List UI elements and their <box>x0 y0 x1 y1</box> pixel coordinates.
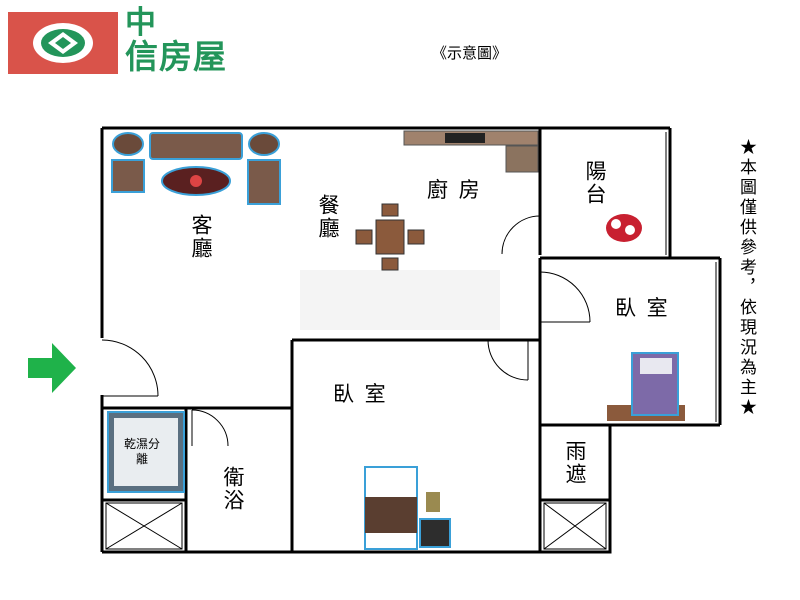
diagram-caption: 《示意圖》 <box>432 44 508 62</box>
label-shower: 乾濕分離 <box>124 437 161 466</box>
sofa-set-icon <box>111 132 281 205</box>
doors <box>101 215 591 447</box>
label-awning: 雨遮 <box>563 440 587 486</box>
entry-arrow-icon <box>28 343 76 393</box>
label-living-room: 客廳 <box>189 214 213 260</box>
logo-mark <box>8 12 118 74</box>
label-bedroom-right: 臥 室 <box>615 296 670 320</box>
sink-icon <box>505 145 539 173</box>
label-bathroom: 衛浴 <box>221 466 245 512</box>
bed-main-icon <box>364 466 451 550</box>
dining-table-icon <box>355 203 425 271</box>
brand-name: 中 信房屋 <box>125 6 275 74</box>
bed-right-icon <box>607 352 685 421</box>
walls <box>100 126 722 554</box>
logo-icon <box>8 12 118 74</box>
stove-icon <box>445 133 485 143</box>
brand-line-1: 中 <box>125 5 156 41</box>
label-kitchen: 廚 房 <box>427 178 482 202</box>
flower-basket-icon <box>606 214 642 242</box>
disclaimer-note: ★本圖僅供參考，依現況為主★ <box>736 138 756 418</box>
watermark <box>300 270 500 330</box>
label-balcony: 陽台 <box>583 160 607 206</box>
label-bedroom-main: 臥 室 <box>333 382 388 406</box>
label-dining-room: 餐廳 <box>316 194 340 240</box>
brand-line-2: 信房屋 <box>125 37 227 76</box>
